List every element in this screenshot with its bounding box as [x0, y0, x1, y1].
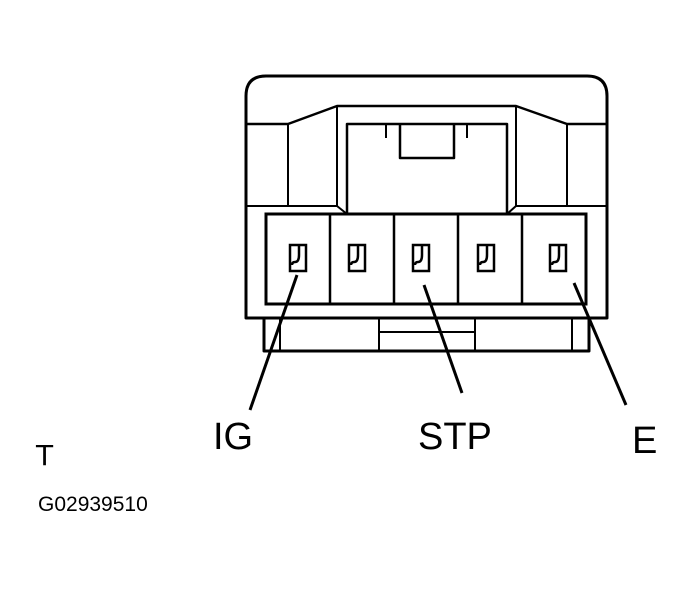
- connector-housing: [244, 74, 609, 353]
- terminal-pin-4: [476, 243, 496, 273]
- corner-mark: T: [36, 439, 54, 472]
- terminal-block: [264, 212, 588, 306]
- pin-label-ig: IG: [213, 416, 254, 458]
- leader-lines: [248, 274, 628, 411]
- terminal-pin-5: [548, 243, 568, 273]
- leader-line-stp: [422, 284, 464, 394]
- terminal-pin-1: [288, 243, 308, 273]
- pin-label-stp: STP: [418, 416, 492, 458]
- leader-line-e: [572, 282, 628, 406]
- pin-label-e: E: [632, 420, 658, 462]
- terminal-pin-2: [347, 243, 367, 273]
- leader-line-ig: [248, 274, 299, 411]
- terminal-pins: [288, 243, 568, 273]
- terminal-pin-3: [411, 243, 431, 273]
- figure-id: G02939510: [38, 493, 148, 516]
